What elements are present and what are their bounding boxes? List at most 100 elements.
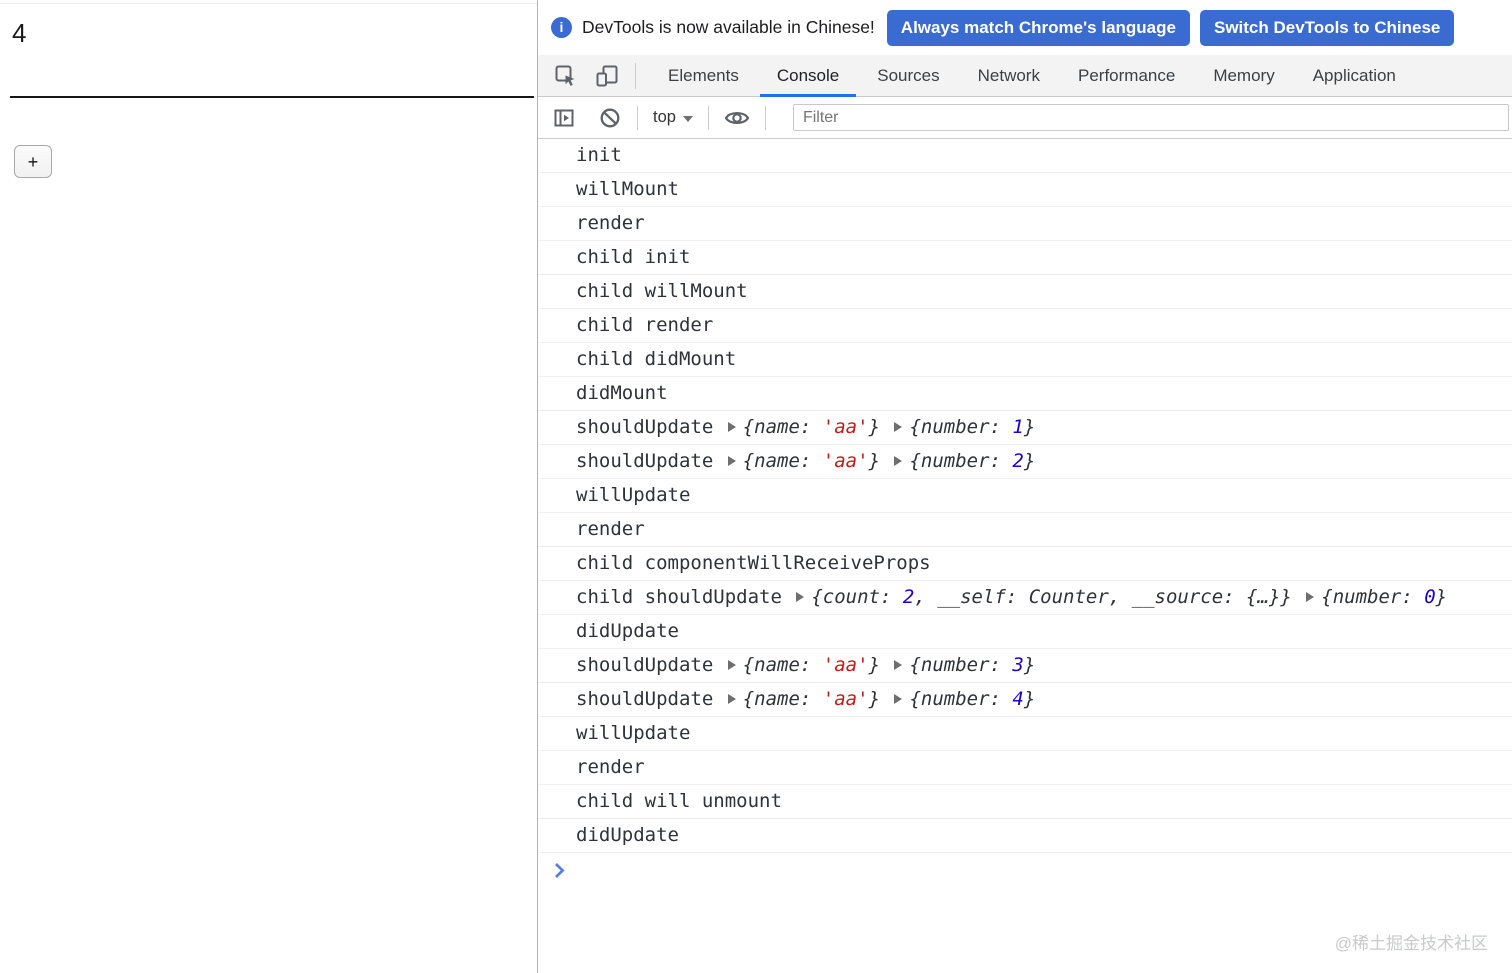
console-text: shouldUpdate: [576, 450, 725, 472]
clear-console-icon[interactable]: [598, 106, 622, 130]
console-text: didMount: [576, 382, 668, 404]
console-row[interactable]: didUpdate: [538, 819, 1512, 853]
console-row[interactable]: child willMount: [538, 275, 1512, 309]
console-row[interactable]: didMount: [538, 377, 1512, 411]
console-text: 2: [902, 586, 915, 608]
console-text: 'aa': [822, 688, 869, 710]
console-text: }: [868, 688, 892, 710]
console-text: , __self: Counter, __source: {…}}: [914, 586, 1304, 608]
console-text: render: [576, 518, 645, 540]
console-text: 1: [1012, 416, 1024, 438]
console-text: child will unmount: [576, 790, 782, 812]
console-row[interactable]: render: [538, 513, 1512, 547]
console-text: child componentWillReceiveProps: [576, 552, 931, 574]
tab-elements[interactable]: Elements: [668, 65, 739, 85]
filter-input[interactable]: [792, 104, 1509, 131]
console-row[interactable]: render: [538, 207, 1512, 241]
console-text: didUpdate: [576, 824, 679, 846]
console-row[interactable]: willMount: [538, 173, 1512, 207]
console-text: }: [868, 654, 892, 676]
web-page: 4 +: [0, 0, 537, 973]
console-text: {name:: [742, 688, 823, 710]
console-text: child shouldUpdate: [576, 586, 794, 608]
expand-triangle-icon[interactable]: [727, 660, 736, 670]
console-text: {name:: [742, 654, 823, 676]
tab-network[interactable]: Network: [977, 65, 1040, 85]
console-text: }: [1023, 654, 1036, 676]
console-row[interactable]: child will unmount: [538, 785, 1512, 819]
increment-button[interactable]: +: [14, 145, 52, 178]
devtools-panel: i DevTools is now available in Chinese! …: [538, 0, 1512, 973]
console-row[interactable]: child didMount: [538, 343, 1512, 377]
console-text: 'aa': [822, 416, 869, 438]
console-text: shouldUpdate: [576, 654, 725, 676]
tab-application[interactable]: Application: [1312, 65, 1396, 85]
console-text: 3: [1012, 654, 1024, 676]
tab-console[interactable]: Console: [758, 55, 858, 97]
toolbar-separator: [637, 105, 638, 130]
console-text: {count:: [811, 586, 903, 608]
console-row[interactable]: shouldUpdate {name: 'aa'} {number: 1}: [538, 411, 1512, 445]
console-text: }: [1023, 450, 1036, 472]
console-text: child render: [576, 314, 714, 336]
watermark: @稀土掘金技术社区: [1334, 934, 1488, 953]
console-row[interactable]: child render: [538, 309, 1512, 343]
expand-triangle-icon[interactable]: [727, 422, 736, 432]
console-text: 4: [1012, 688, 1024, 710]
console-row[interactable]: child init: [538, 241, 1512, 275]
console-text: 0: [1424, 586, 1436, 608]
console-text: willUpdate: [576, 722, 691, 744]
expand-triangle-icon[interactable]: [894, 422, 903, 432]
expand-triangle-icon[interactable]: [796, 592, 805, 602]
console-row[interactable]: shouldUpdate {name: 'aa'} {number: 3}: [538, 649, 1512, 683]
expand-triangle-icon[interactable]: [894, 694, 903, 704]
console-row[interactable]: willUpdate: [538, 479, 1512, 513]
tab-memory[interactable]: Memory: [1213, 65, 1275, 85]
info-icon: i: [551, 17, 572, 38]
expand-triangle-icon[interactable]: [894, 456, 903, 466]
console-text: willMount: [576, 178, 679, 200]
console-row[interactable]: shouldUpdate {name: 'aa'} {number: 2}: [538, 445, 1512, 479]
toolbar-separator: [707, 105, 709, 130]
console-text: shouldUpdate: [576, 688, 725, 710]
tab-sources[interactable]: Sources: [877, 65, 940, 85]
devtools-infobar: i DevTools is now available in Chinese! …: [538, 0, 1512, 55]
horizontal-rule: [10, 96, 534, 98]
switch-devtools-to-chinese-button[interactable]: Switch DevTools to Chinese: [1199, 9, 1455, 46]
console-text: }: [1435, 586, 1448, 608]
console-prompt[interactable]: [538, 853, 1512, 887]
eye-icon[interactable]: [724, 108, 750, 128]
tabbar-separator: [635, 62, 636, 89]
console-text: {number:: [909, 654, 1013, 676]
show-console-sidebar-icon[interactable]: [552, 106, 576, 130]
console-row[interactable]: child shouldUpdate {count: 2, __self: Co…: [538, 581, 1512, 615]
console-row[interactable]: child componentWillReceiveProps: [538, 547, 1512, 581]
console-text: {number:: [1321, 586, 1425, 608]
console-text: 'aa': [822, 654, 869, 676]
execution-context-selector[interactable]: top: [653, 108, 693, 127]
console-prompt-chevron-icon: [555, 862, 565, 878]
expand-triangle-icon[interactable]: [1306, 592, 1315, 602]
devtools-divider[interactable]: [537, 0, 538, 973]
tab-performance[interactable]: Performance: [1077, 65, 1176, 85]
devtools-tabs: Elements Console Sources Network Performance…: [649, 55, 1415, 97]
always-match-chrome-s-language-button[interactable]: Always match Chrome's language: [886, 9, 1190, 46]
console-row[interactable]: render: [538, 751, 1512, 785]
chevron-down-icon: [682, 115, 693, 122]
console-row[interactable]: init: [538, 139, 1512, 173]
console-text: {name:: [742, 416, 823, 438]
expand-triangle-icon[interactable]: [894, 660, 903, 670]
console-row[interactable]: shouldUpdate {name: 'aa'} {number: 4}: [538, 683, 1512, 717]
expand-triangle-icon[interactable]: [727, 694, 736, 704]
console-text: child init: [576, 246, 691, 268]
devtools-tabbar: Elements Console Sources Network Performance…: [538, 55, 1512, 97]
inspect-element-icon[interactable]: [553, 63, 579, 89]
page-top-divider: [0, 3, 537, 4]
console-row[interactable]: willUpdate: [538, 717, 1512, 751]
expand-triangle-icon[interactable]: [727, 456, 736, 466]
console-row[interactable]: didUpdate: [538, 615, 1512, 649]
toggle-device-toolbar-icon[interactable]: [594, 63, 620, 89]
console-text: child didMount: [576, 348, 737, 370]
